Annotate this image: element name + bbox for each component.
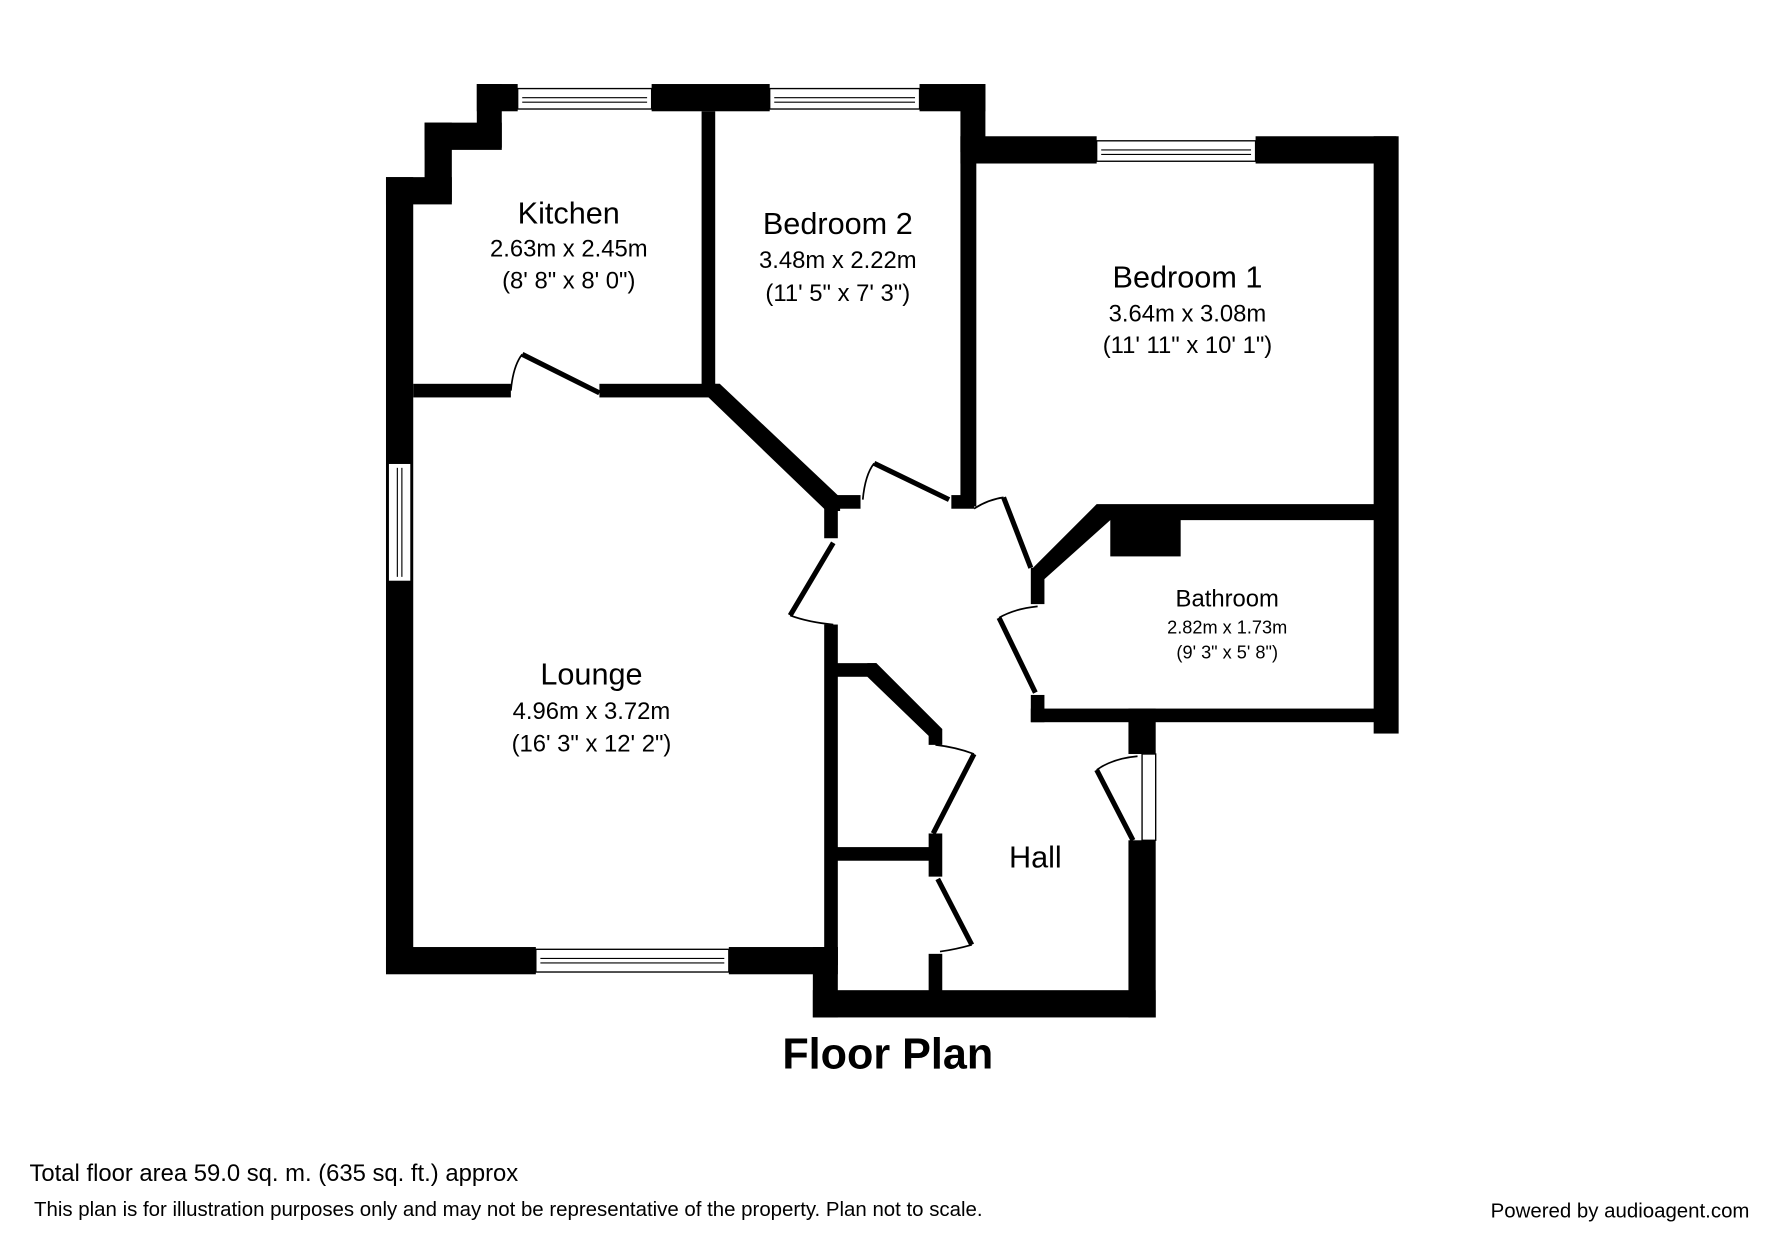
door-bedroom-2 (861, 460, 951, 502)
door-bedroom-1 (973, 496, 1034, 569)
room-bathroom: Bathroom 2.82m x 1.73m (9' 3" x 5' 8") (1167, 585, 1287, 662)
door-lounge (787, 541, 836, 626)
room-dimensions-imperial: (11' 11" x 10' 1") (1103, 332, 1272, 359)
door-cupboard-2 (935, 877, 975, 953)
room-dimensions-imperial: (16' 3" x 12' 2") (512, 731, 672, 758)
room-bedroom-1: Bedroom 1 3.64m x 3.08m (11' 11" x 10' 1… (1103, 260, 1272, 359)
room-dimensions-imperial: (9' 3" x 5' 8") (1176, 643, 1278, 663)
room-name: Lounge (540, 658, 642, 692)
room-dimensions-imperial: (8' 8" x 8' 0") (502, 267, 635, 294)
disclaimer: This plan is for illustration purposes o… (34, 1199, 983, 1221)
room-dimensions-metric: 3.48m x 2.22m (759, 247, 917, 274)
window-kitchen (516, 87, 653, 110)
room-name: Bedroom 1 (1113, 260, 1263, 294)
room-name: Bedroom 2 (763, 207, 913, 241)
room-dimensions-metric: 3.64m x 3.08m (1109, 300, 1267, 327)
window-bedroom-1 (1095, 140, 1257, 162)
door-bathroom (996, 605, 1038, 694)
room-dimensions-metric: 2.63m x 2.45m (490, 236, 648, 263)
room-name: Kitchen (518, 197, 620, 231)
window-bedroom-2 (769, 87, 921, 110)
room-dimensions-metric: 4.96m x 3.72m (513, 698, 671, 725)
room-name: Hall (1009, 841, 1062, 875)
plan-title: Floor Plan (782, 1031, 993, 1079)
window-lounge-west (387, 462, 412, 583)
room-dimensions-imperial: (11' 5" x 7' 3") (765, 280, 910, 307)
window-hall-entrance (1141, 753, 1157, 841)
total-floor-area: Total floor area 59.0 sq. m. (635 sq. ft… (30, 1160, 519, 1187)
window-lounge-south (535, 948, 730, 973)
windows (387, 87, 1257, 973)
door-cupboard-1 (930, 744, 977, 835)
powered-by-credit: Powered by audioagent.com (1491, 1200, 1750, 1222)
room-kitchen: Kitchen 2.63m x 2.45m (8' 8" x 8' 0") (490, 197, 648, 295)
room-name: Bathroom (1176, 585, 1279, 612)
room-hall: Hall (1009, 841, 1062, 875)
room-lounge: Lounge 4.96m x 3.72m (16' 3" x 12' 2") (512, 658, 672, 758)
door-entrance (1094, 755, 1138, 842)
doors (510, 352, 1138, 953)
door-kitchen (510, 352, 601, 396)
room-dimensions-metric: 2.82m x 1.73m (1167, 618, 1287, 638)
room-bedroom-2: Bedroom 2 3.48m x 2.22m (11' 5" x 7' 3") (759, 207, 917, 307)
